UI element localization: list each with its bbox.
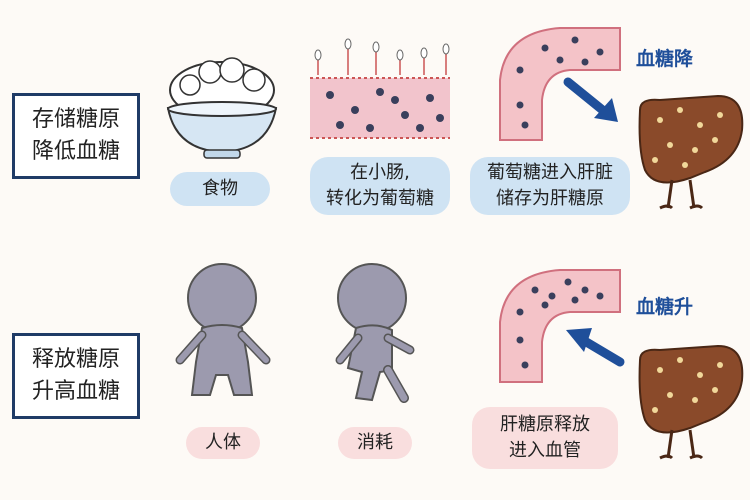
intestine-wall-icon xyxy=(310,38,450,139)
liver-icon xyxy=(638,94,744,210)
caption-line-1: 葡萄糖进入肝脏 xyxy=(487,162,613,183)
release-glycogen-box: 释放糖原 升高血糖 xyxy=(12,333,140,419)
box-line-2: 升高血糖 xyxy=(31,379,120,404)
box-line-2: 降低血糖 xyxy=(31,139,120,164)
liver-icon xyxy=(638,344,744,460)
consumption-label: 消耗 xyxy=(338,427,412,459)
release-caption: 肝糖原释放 进入血管 xyxy=(472,407,618,469)
blood-vessel-icon xyxy=(499,269,625,383)
rice-bowl-icon xyxy=(166,57,278,159)
liver-caption: 葡萄糖进入肝脏 储存为肝糖原 xyxy=(470,157,630,215)
caption-line-2: 转化为葡萄糖 xyxy=(326,188,434,209)
store-glycogen-box: 存储糖原 降低血糖 xyxy=(12,93,140,179)
caption-line-1: 肝糖原释放 xyxy=(500,414,590,435)
caption-line-1: 在小肠, xyxy=(350,162,410,183)
human-body-label: 人体 xyxy=(186,427,260,459)
blood-sugar-down-label: 血糖降 xyxy=(636,48,694,70)
person-walking-icon xyxy=(335,263,415,403)
intestine-caption: 在小肠, 转化为葡萄糖 xyxy=(310,157,450,215)
box-line-1: 释放糖原 xyxy=(31,347,120,372)
blood-sugar-up-label: 血糖升 xyxy=(636,296,694,318)
person-standing-icon xyxy=(175,263,271,396)
box-line-1: 存储糖原 xyxy=(31,107,120,132)
caption-line-2: 进入血管 xyxy=(509,440,581,461)
blood-vessel-icon xyxy=(499,27,621,141)
food-label: 食物 xyxy=(170,172,270,206)
caption-line-2: 储存为肝糖原 xyxy=(496,188,604,209)
